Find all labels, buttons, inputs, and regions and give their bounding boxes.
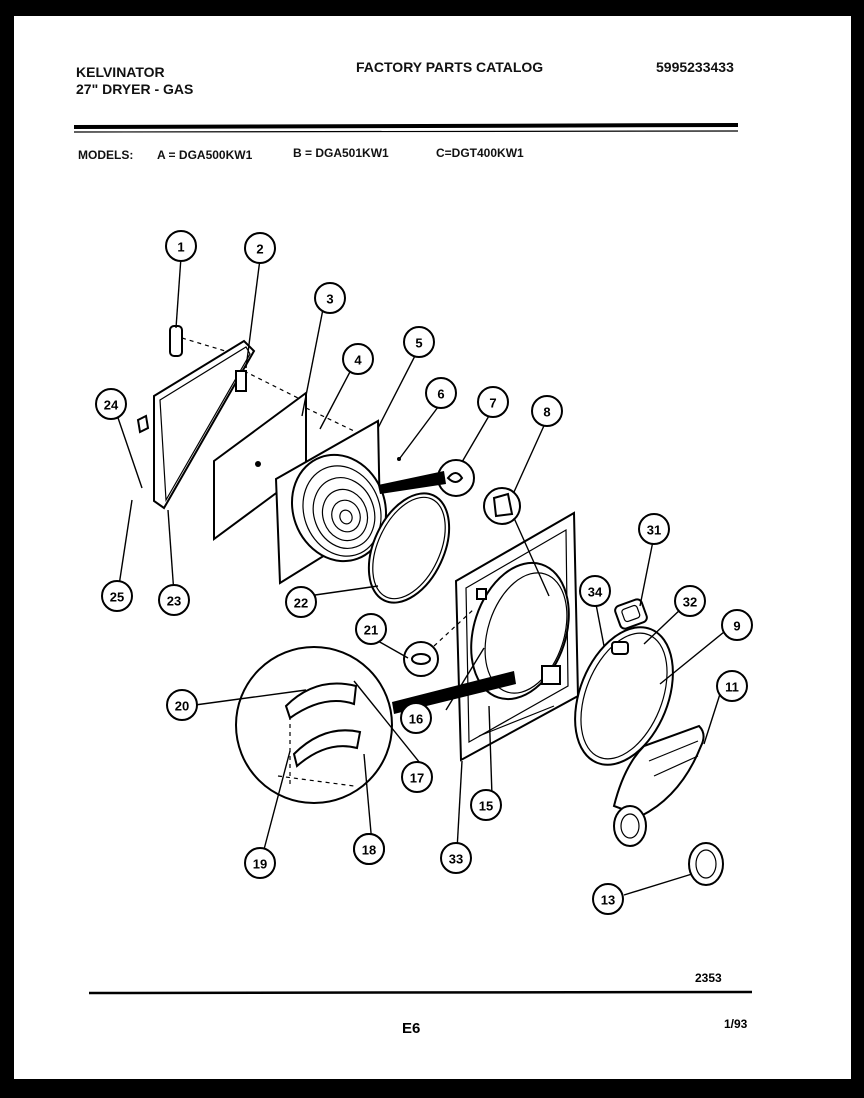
callout-5: 5 [403, 326, 435, 358]
callout-number: 1 [177, 240, 184, 255]
part-ring-clip [611, 641, 629, 655]
callout-number: 32 [683, 595, 697, 610]
callout-number: 4 [354, 353, 362, 368]
part-gasket [614, 598, 648, 630]
part-seal-ring-inner [372, 496, 446, 600]
callout-number: 33 [449, 852, 463, 867]
footer-rule [88, 990, 753, 995]
product-name: 27" DRYER - GAS [76, 81, 194, 97]
callout-number: 20 [175, 699, 189, 714]
part-handle-bracket [612, 724, 705, 847]
callout-4: 4 [342, 343, 374, 375]
callout-1: 1 [165, 230, 197, 262]
callout-number: 5 [415, 336, 422, 351]
catalog-number: 5995233433 [656, 59, 734, 75]
callout-3: 3 [314, 282, 346, 314]
drawing-number: 2353 [695, 971, 722, 985]
callout-number: 24 [104, 398, 119, 413]
callout-number: 3 [326, 292, 333, 307]
callout-number: 7 [489, 396, 496, 411]
callout-7: 7 [477, 386, 509, 418]
page-label: E6 [402, 1020, 420, 1037]
models-label: MODELS: [78, 148, 134, 162]
header-rule-thin [73, 130, 739, 133]
callout-number: 11 [725, 680, 739, 695]
callout-number: 9 [733, 619, 740, 634]
callout-number: 18 [362, 843, 376, 858]
callout-33: 33 [440, 842, 472, 874]
callout-6: 6 [425, 377, 457, 409]
callout-number: 17 [410, 771, 424, 786]
callout-number: 2 [256, 242, 263, 257]
callout-number: 31 [647, 523, 661, 538]
detail-zoom-circle [235, 646, 516, 804]
callout-number: 34 [588, 585, 603, 600]
model-a: A = DGA500KW1 [157, 148, 253, 162]
print-date: 1/93 [724, 1017, 748, 1031]
model-c: C=DGT400KW1 [436, 146, 524, 160]
callout-31: 31 [638, 513, 670, 545]
catalog-title: FACTORY PARTS CATALOG [356, 59, 544, 75]
callout-number: 25 [110, 590, 124, 605]
callout-24: 24 [95, 388, 127, 420]
callout-34: 34 [579, 575, 611, 607]
callout-19: 19 [244, 847, 276, 879]
callout-11: 11 [716, 670, 748, 702]
callout-22: 22 [285, 586, 317, 618]
callout-number: 21 [364, 623, 378, 638]
part-bushing [688, 842, 724, 886]
callout-number: 6 [437, 387, 444, 402]
callout-17: 17 [401, 761, 433, 793]
callout-number: 16 [409, 712, 423, 727]
part-switch-detail [378, 459, 521, 525]
model-b: B = DGA501KW1 [293, 146, 389, 160]
callout-13: 13 [592, 883, 624, 915]
part-door-panel [136, 339, 305, 510]
callout-number: 15 [479, 799, 493, 814]
callout-labels: 1234567891113151616171819202122232425313… [95, 230, 753, 915]
callout-16: 16 [400, 702, 432, 734]
callout-number: 22 [294, 596, 308, 611]
callout-8: 8 [531, 395, 563, 427]
callout-18: 18 [353, 833, 385, 865]
callout-15: 15 [470, 789, 502, 821]
callout-number: 13 [601, 893, 615, 908]
exploded-parts-diagram: 1234567891113151616171819202122232425313… [73, 123, 753, 1037]
catalog-page: KELVINATOR 27" DRYER - GAS FACTORY PARTS… [14, 16, 851, 1079]
callout-2: 2 [244, 232, 276, 264]
callout-20: 20 [166, 689, 198, 721]
callout-23: 23 [158, 584, 190, 616]
brand-name: KELVINATOR [76, 64, 165, 80]
header-rule-thick [73, 123, 739, 129]
leader-lines [115, 256, 725, 896]
part-front-bulkhead [274, 419, 401, 585]
callout-number: 23 [167, 594, 181, 609]
callout-25: 25 [101, 580, 133, 612]
callout-number: 8 [543, 405, 550, 420]
callout-21: 21 [355, 613, 387, 645]
callout-32: 32 [674, 585, 706, 617]
callout-number: 19 [253, 857, 267, 872]
part-latch-detail [403, 608, 475, 677]
part-front-panel [454, 511, 580, 762]
part-door-ring-inner [580, 632, 668, 760]
callout-9: 9 [721, 609, 753, 641]
